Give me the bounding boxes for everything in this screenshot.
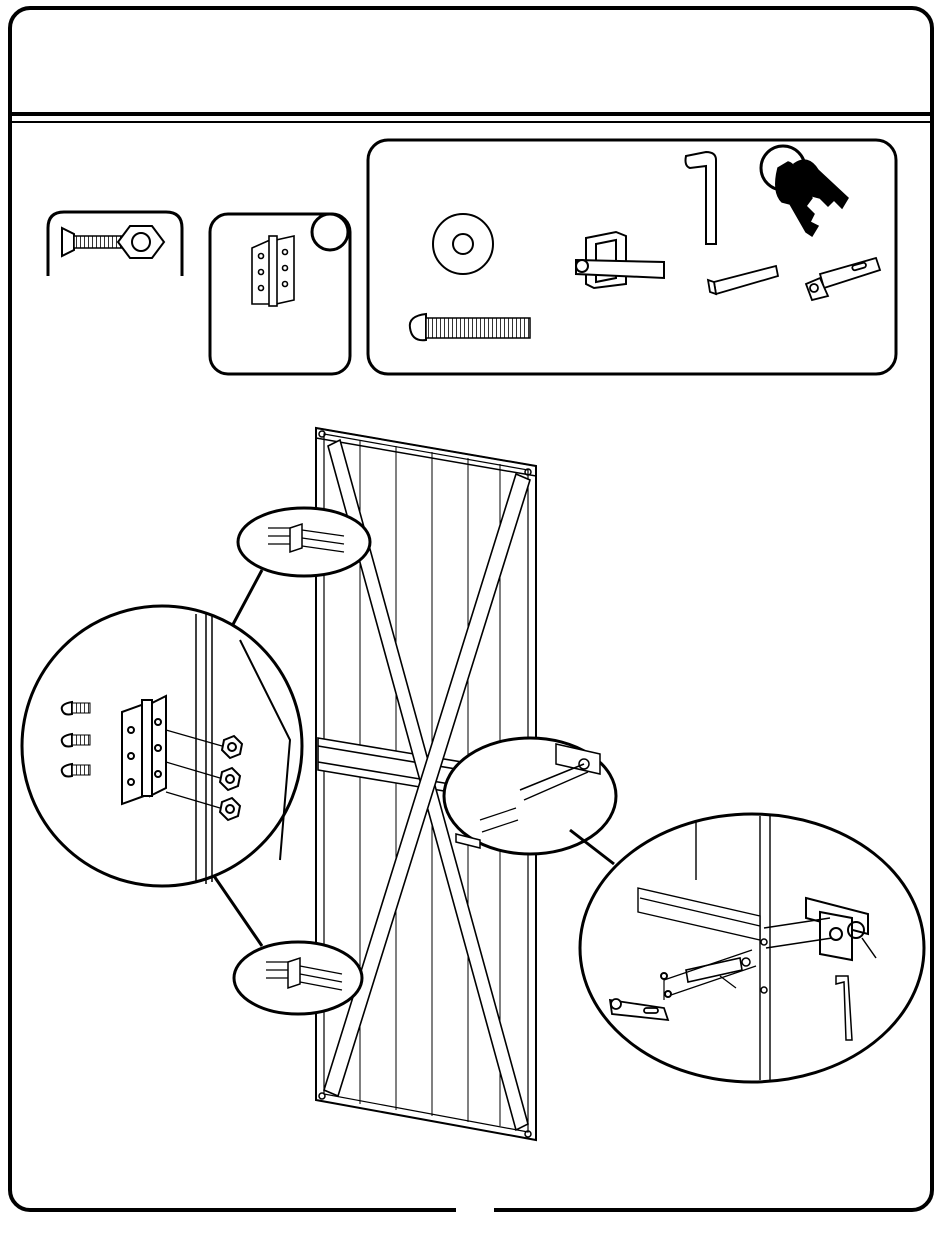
large-screws (62, 702, 90, 777)
round-head-bolt-icon (410, 314, 530, 340)
top-hinge-detail (238, 508, 370, 576)
screw-nut-panel (48, 212, 182, 276)
bottom-hinge-detail (234, 942, 362, 1014)
large-nuts (220, 736, 242, 820)
hex-nut-icon (118, 226, 164, 258)
hex-key-icon (686, 152, 717, 244)
hinge-icon (252, 236, 294, 306)
square-bar-icon (708, 266, 778, 294)
flat-screw-icon (62, 228, 122, 256)
latch-detail (444, 738, 616, 854)
latch-enlarged-detail (580, 814, 924, 1082)
hinge-leaf-large (122, 696, 166, 804)
hinge-panel (210, 214, 350, 374)
hinge-enlarged-detail (22, 606, 302, 886)
latch-plate-icon (806, 258, 880, 300)
washer-icon (433, 214, 493, 274)
lock-kit-panel (368, 140, 896, 374)
keys-icon (761, 146, 848, 236)
handle-icon (576, 232, 664, 288)
count-circle-icon (312, 214, 348, 250)
